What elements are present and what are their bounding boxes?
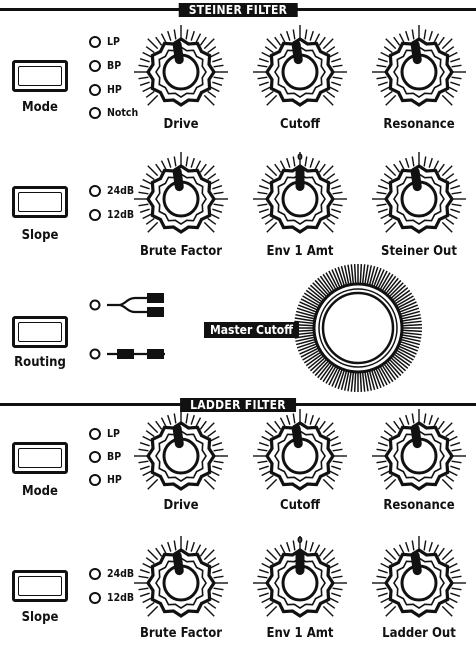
steiner-slope-option-24db[interactable]: 24dB bbox=[89, 184, 134, 198]
steiner-mode-button[interactable] bbox=[12, 60, 68, 92]
ladder-drive-knob[interactable] bbox=[131, 406, 231, 506]
led-icon bbox=[89, 185, 101, 197]
ladder-header: LADDER FILTER bbox=[0, 398, 476, 412]
steiner-cutoff-knob[interactable] bbox=[250, 22, 350, 122]
ladder-brute-factor-knob[interactable] bbox=[131, 533, 231, 633]
steiner-drive-label: Drive bbox=[163, 117, 199, 132]
steiner-resonance-knob[interactable] bbox=[369, 22, 469, 122]
led-icon bbox=[89, 592, 101, 604]
ladder-mode-option-lp[interactable]: LP bbox=[89, 427, 120, 441]
routing-label: Routing bbox=[14, 355, 66, 370]
ladder-out-label: Ladder Out bbox=[382, 626, 456, 641]
steiner-mode-label: Mode bbox=[22, 100, 58, 115]
led-icon bbox=[89, 84, 101, 96]
steiner-resonance-label: Resonance bbox=[383, 117, 455, 132]
ladder-slope-option-24db[interactable]: 24dB bbox=[89, 567, 134, 581]
ladder-env1-amt-knob[interactable] bbox=[250, 533, 350, 633]
ladder-cutoff-knob[interactable] bbox=[250, 406, 350, 506]
led-icon bbox=[89, 209, 101, 221]
steiner-env1-amt-knob[interactable] bbox=[250, 149, 350, 249]
ladder-slope-option-12db[interactable]: 12dB bbox=[89, 591, 134, 605]
ladder-brute-factor-label: Brute Factor bbox=[139, 626, 223, 641]
ladder-out-knob[interactable] bbox=[369, 533, 469, 633]
led-icon bbox=[89, 474, 101, 486]
steiner-title: STEINER FILTER bbox=[178, 3, 298, 17]
ladder-slope-button[interactable] bbox=[12, 570, 68, 602]
led-icon bbox=[89, 36, 101, 48]
led-icon bbox=[89, 568, 101, 580]
steiner-env1-amt-label: Env 1 Amt bbox=[266, 244, 334, 259]
ladder-title: LADDER FILTER bbox=[180, 398, 296, 412]
ladder-mode-button[interactable] bbox=[12, 442, 68, 474]
steiner-drive-knob[interactable] bbox=[131, 22, 231, 122]
steiner-out-knob[interactable] bbox=[369, 149, 469, 249]
steiner-brute-factor-label: Brute Factor bbox=[139, 244, 223, 259]
steiner-slope-label: Slope bbox=[21, 228, 59, 243]
ladder-resonance-knob[interactable] bbox=[369, 406, 469, 506]
ladder-mode-label: Mode bbox=[22, 484, 58, 499]
master-cutoff-knob[interactable] bbox=[292, 262, 424, 394]
steiner-mode-option-notch[interactable]: Notch bbox=[89, 106, 138, 120]
steiner-brute-factor-knob[interactable] bbox=[131, 149, 231, 249]
led-icon bbox=[89, 428, 101, 440]
steiner-mode-option-bp[interactable]: BP bbox=[89, 59, 121, 73]
steiner-mode-option-lp[interactable]: LP bbox=[89, 35, 120, 49]
ladder-mode-option-hp[interactable]: HP bbox=[89, 473, 122, 487]
led-icon bbox=[89, 107, 101, 119]
ladder-slope-label: Slope bbox=[21, 610, 59, 625]
steiner-mode-option-hp[interactable]: HP bbox=[89, 83, 122, 97]
steiner-slope-button[interactable] bbox=[12, 186, 68, 218]
ladder-env1-amt-label: Env 1 Amt bbox=[266, 626, 334, 641]
led-icon bbox=[89, 451, 101, 463]
routing-button[interactable] bbox=[12, 316, 68, 348]
master-cutoff-label: Master Cutoff bbox=[204, 322, 299, 338]
steiner-slope-option-12db[interactable]: 12dB bbox=[89, 208, 134, 222]
ladder-mode-option-bp[interactable]: BP bbox=[89, 450, 121, 464]
ladder-drive-label: Drive bbox=[163, 498, 199, 513]
steiner-out-label: Steiner Out bbox=[381, 244, 457, 259]
steiner-header: STEINER FILTER bbox=[0, 3, 476, 17]
steiner-cutoff-label: Cutoff bbox=[279, 117, 321, 132]
routing-parallel-icon[interactable] bbox=[85, 292, 170, 322]
led-icon bbox=[89, 60, 101, 72]
routing-series-icon[interactable] bbox=[85, 344, 170, 364]
ladder-resonance-label: Resonance bbox=[383, 498, 455, 513]
ladder-cutoff-label: Cutoff bbox=[279, 498, 321, 513]
